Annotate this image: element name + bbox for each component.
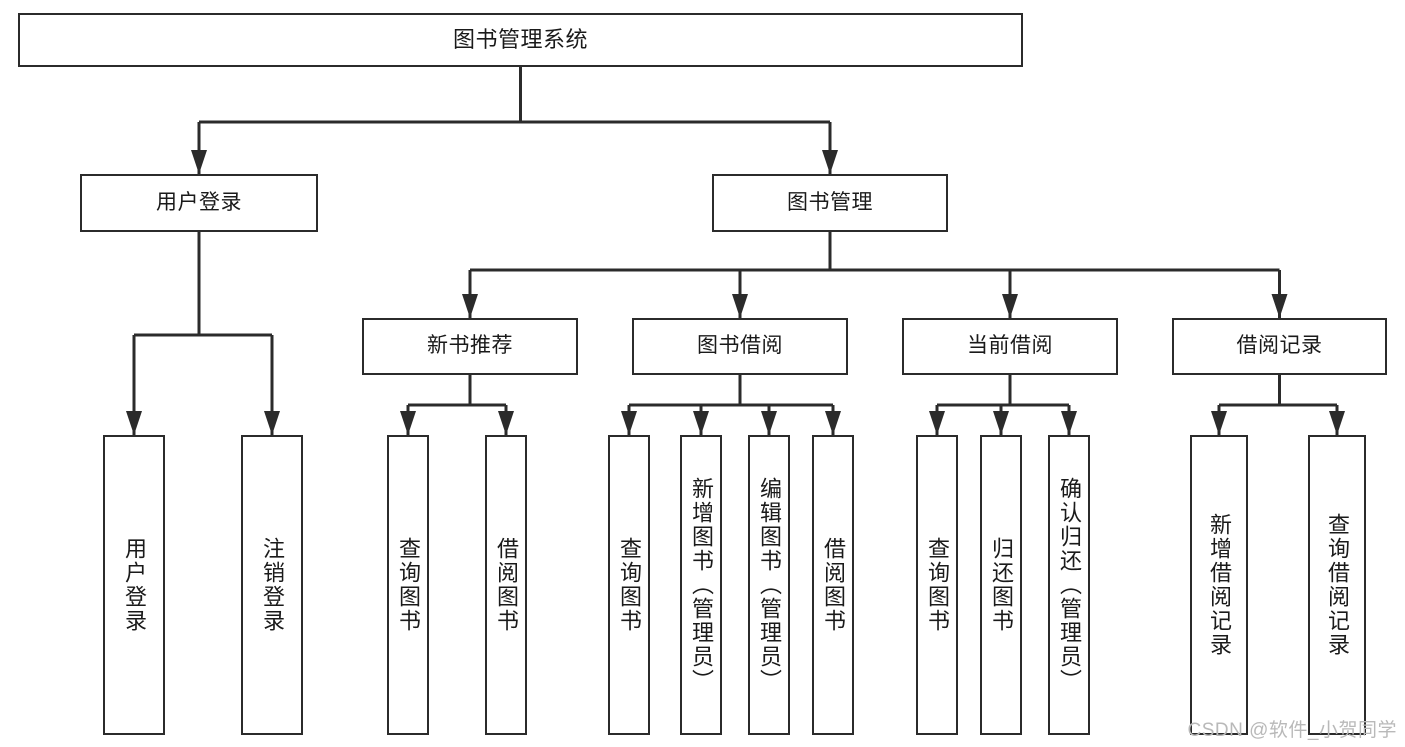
node-l-logout[interactable]: 注销登录 [241, 435, 303, 735]
node-l-query1[interactable]: 查询图书 [387, 435, 429, 735]
node-label: 注销登录 [259, 537, 285, 633]
node-label: 借阅图书 [820, 537, 846, 633]
node-l-queryrec[interactable]: 查询借阅记录 [1308, 435, 1366, 735]
node-l-query3[interactable]: 查询图书 [916, 435, 958, 735]
node-records[interactable]: 借阅记录 [1172, 318, 1387, 375]
node-label: 查询图书 [924, 537, 950, 633]
node-label: 新增借阅记录 [1206, 513, 1232, 657]
arrow-head-records-0 [1211, 411, 1227, 435]
node-label: 确认归还（管理员） [1056, 477, 1082, 693]
node-l-addrec[interactable]: 新增借阅记录 [1190, 435, 1248, 735]
node-label: 借阅图书 [493, 537, 519, 633]
node-label: 当前借阅 [967, 334, 1053, 358]
node-label: 借阅记录 [1236, 334, 1323, 358]
arrow-head-newbook-1 [498, 411, 514, 435]
arrow-head-root-1 [822, 150, 838, 174]
node-label: 编辑图书（管理员） [756, 477, 782, 693]
node-newbook[interactable]: 新书推荐 [362, 318, 578, 375]
node-label: 图书管理系统 [452, 27, 588, 53]
arrow-head-newbook-0 [400, 411, 416, 435]
node-l-login[interactable]: 用户登录 [103, 435, 165, 735]
arrow-head-borrow-1 [693, 411, 709, 435]
arrow-head-borrow-3 [825, 411, 841, 435]
arrow-head-bookmgmt-3 [1271, 294, 1288, 318]
node-label: 新书推荐 [427, 334, 513, 358]
node-borrow[interactable]: 图书借阅 [632, 318, 848, 375]
node-label: 查询图书 [616, 537, 642, 633]
node-label: 用户登录 [121, 537, 147, 633]
arrow-head-bookmgmt-2 [1002, 294, 1018, 318]
node-label: 查询借阅记录 [1324, 513, 1350, 657]
arrow-head-login-1 [264, 411, 280, 435]
node-l-borrow2[interactable]: 借阅图书 [812, 435, 854, 735]
arrow-head-borrow-2 [761, 411, 777, 435]
node-label: 归还图书 [988, 537, 1014, 633]
node-label: 新增图书（管理员） [688, 477, 714, 693]
node-label: 图书管理 [787, 190, 873, 214]
arrow-head-current-2 [1061, 411, 1077, 435]
arrow-head-bookmgmt-1 [732, 294, 748, 318]
node-label: 查询图书 [395, 537, 421, 633]
node-l-edit[interactable]: 编辑图书（管理员） [748, 435, 790, 735]
arrow-head-login-0 [126, 411, 142, 435]
node-label: 用户登录 [156, 190, 242, 214]
arrow-head-borrow-0 [621, 411, 637, 435]
node-bookmgmt[interactable]: 图书管理 [712, 174, 948, 232]
node-current[interactable]: 当前借阅 [902, 318, 1118, 375]
arrow-head-current-0 [929, 411, 945, 435]
arrow-head-root-0 [191, 150, 207, 174]
node-login[interactable]: 用户登录 [80, 174, 318, 232]
arrow-head-records-1 [1329, 411, 1345, 435]
node-root[interactable]: 图书管理系统 [18, 13, 1023, 67]
node-l-borrow1[interactable]: 借阅图书 [485, 435, 527, 735]
arrow-head-current-1 [993, 411, 1009, 435]
node-l-return[interactable]: 归还图书 [980, 435, 1022, 735]
node-l-query2[interactable]: 查询图书 [608, 435, 650, 735]
node-l-confirm[interactable]: 确认归还（管理员） [1048, 435, 1090, 735]
arrow-head-bookmgmt-0 [462, 294, 478, 318]
watermark: CSDN @软件_小贺同学 [1187, 720, 1397, 741]
node-l-add[interactable]: 新增图书（管理员） [680, 435, 722, 735]
node-label: 图书借阅 [697, 334, 783, 358]
